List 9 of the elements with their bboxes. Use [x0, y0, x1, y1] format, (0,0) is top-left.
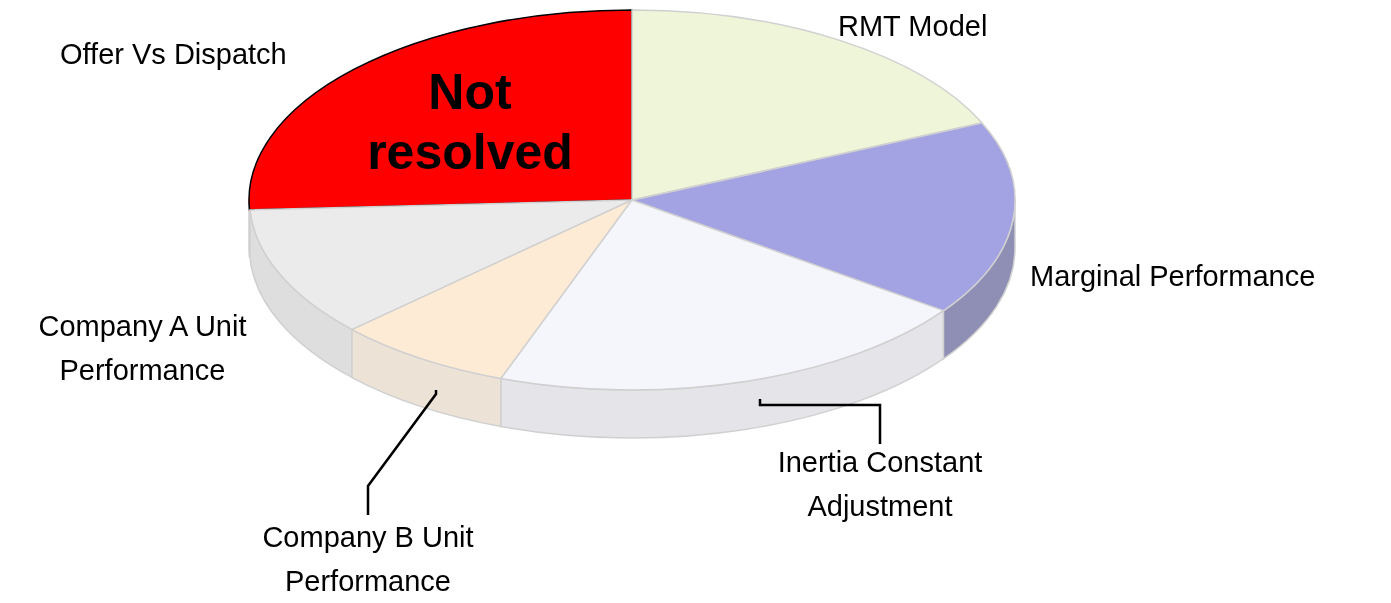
slice-label: RMT Model	[838, 9, 989, 44]
slice-label: Company B Unit Performance	[228, 515, 508, 603]
slice-label: Offer Vs Dispatch	[60, 37, 288, 72]
slice-label: Company A Unit Performance	[37, 309, 248, 388]
slice-label: Inertia Constant Adjustment	[745, 440, 1015, 528]
leader-line	[366, 390, 438, 515]
slice-label: Not resolved	[366, 63, 574, 182]
leader-line	[758, 399, 882, 444]
slice-label: Marginal Performance	[1030, 259, 1317, 294]
